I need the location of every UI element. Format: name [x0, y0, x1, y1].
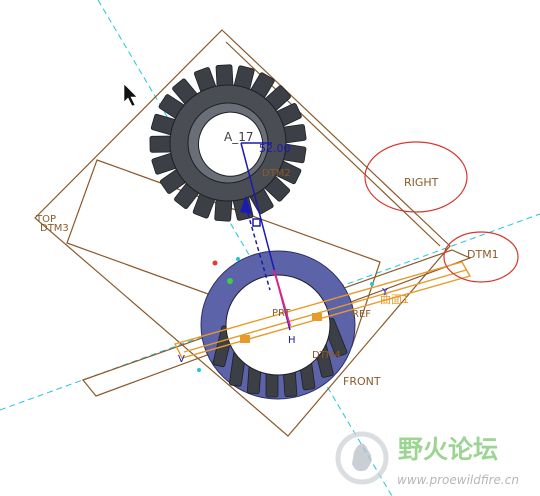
- surface-highlight[interactable]: [173, 261, 472, 359]
- watermark: 野火论坛 www.proewildfire.cn: [335, 431, 519, 487]
- label-dtm2: DTM2: [262, 168, 291, 179]
- annotation-circles: [364, 141, 519, 283]
- wildfire-flame-icon: [335, 431, 389, 485]
- label-surface: 曲面1: [380, 293, 409, 306]
- label-y: Y: [381, 287, 389, 298]
- label-dtm4: DTM4: [312, 350, 341, 361]
- label-right: RIGHT: [404, 176, 439, 189]
- label-top: TOP: [35, 214, 56, 225]
- arrow-pointer-icon: [123, 83, 138, 107]
- label-prt: PRT: [272, 308, 291, 319]
- annotation-circle-right: [364, 141, 468, 213]
- label-ref: REF: [352, 309, 371, 320]
- label-dtm1: DTM1: [467, 248, 499, 261]
- datum-plane-right[interactable]: [34, 29, 451, 437]
- annotation-circle-dtm1: [443, 231, 519, 283]
- label-front: FRONT: [343, 375, 381, 388]
- label-dtm3: DTM3: [40, 223, 69, 234]
- label-dim-value: 52.00: [259, 142, 291, 155]
- watermark-url: www.proewildfire.cn: [397, 473, 519, 487]
- watermark-title: 野火论坛: [398, 435, 498, 464]
- label-v: V: [178, 354, 185, 365]
- axis-line-vertical[interactable]: [97, 0, 393, 496]
- origin-markers: [197, 257, 374, 372]
- label-h: H: [288, 335, 296, 346]
- datum-labels: A_17 52.00 DTM2 RIGHT DTM1 TOP DTM3 曲面1 …: [35, 130, 499, 388]
- label-a17: A_17: [224, 130, 253, 144]
- upper-gear[interactable]: [128, 43, 329, 244]
